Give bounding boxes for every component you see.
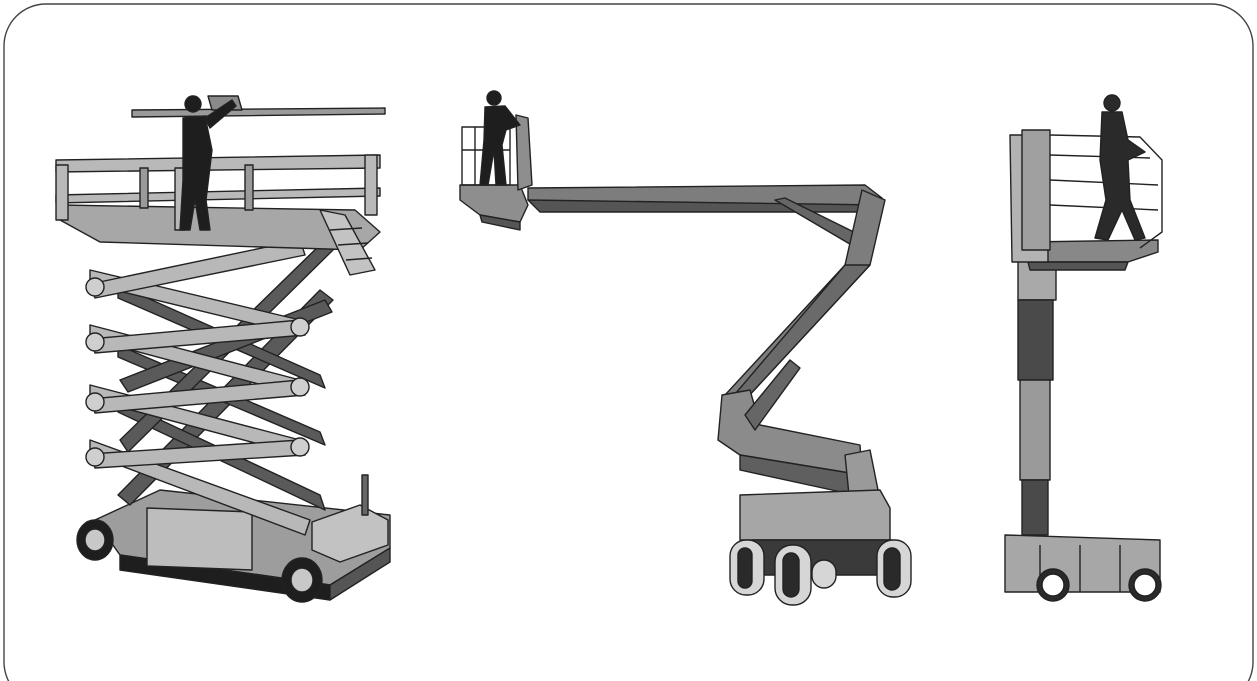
wheel — [876, 539, 912, 598]
wheel — [774, 544, 812, 606]
worker-silhouette — [179, 95, 237, 231]
scissor-lift-illustration — [55, 95, 391, 603]
wheel — [729, 539, 765, 596]
boom-base — [739, 489, 891, 541]
wheel — [811, 559, 837, 589]
mast-lift-illustration — [1004, 94, 1163, 602]
mast-middle — [1017, 299, 1054, 381]
boom-lift-illustration — [459, 90, 912, 606]
mast-lower — [1019, 379, 1051, 481]
worker-silhouette — [1094, 94, 1146, 241]
worker-silhouette — [479, 90, 521, 186]
